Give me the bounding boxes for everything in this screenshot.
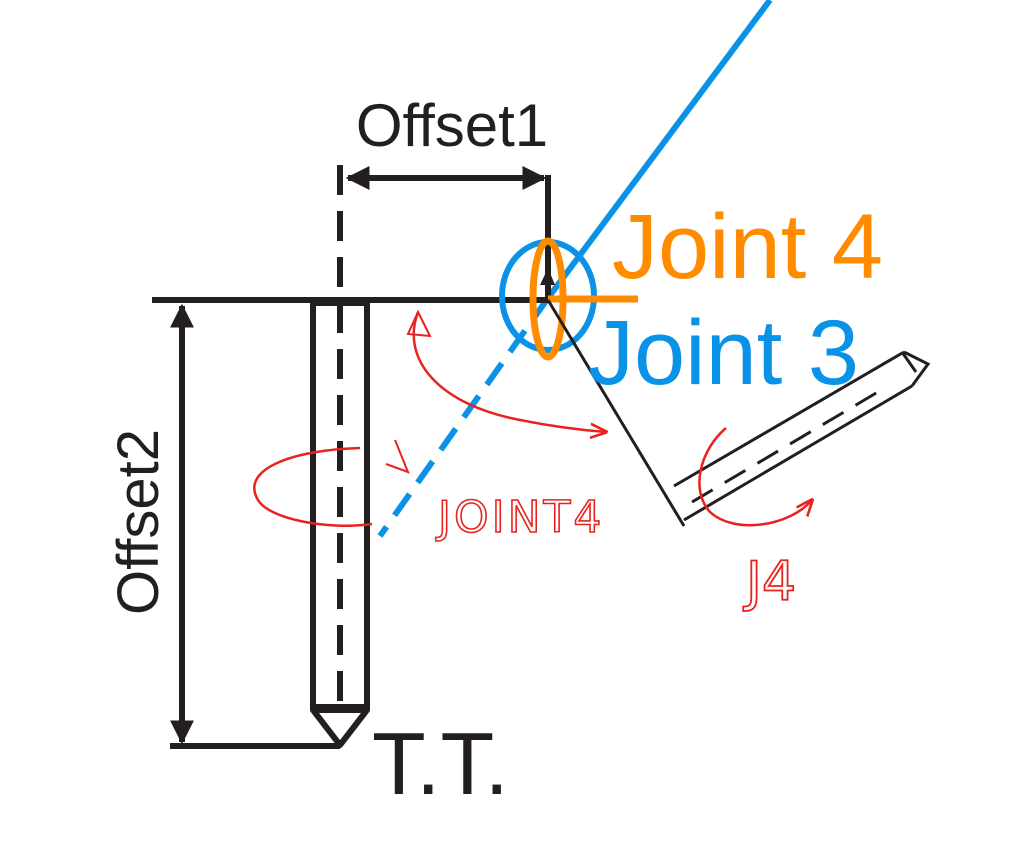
offset2-dimension [170, 303, 340, 749]
rotation-annotations [253, 309, 812, 527]
offset1-label: Offset1 [356, 92, 548, 159]
rotated-tool-sketch [546, 299, 931, 527]
offset2-label: Offset2 [106, 429, 171, 615]
hand-j4-label: J4 [743, 550, 796, 613]
joint3-label: Joint 3 [588, 302, 859, 404]
rotation-ellipse-icon [529, 237, 638, 361]
tool-tip-label: T.T. [372, 714, 509, 813]
joint4-label: Joint 4 [612, 196, 883, 298]
hand-joint4-label: JOINT4 [435, 492, 604, 543]
tool-shaft-icon [310, 300, 370, 748]
